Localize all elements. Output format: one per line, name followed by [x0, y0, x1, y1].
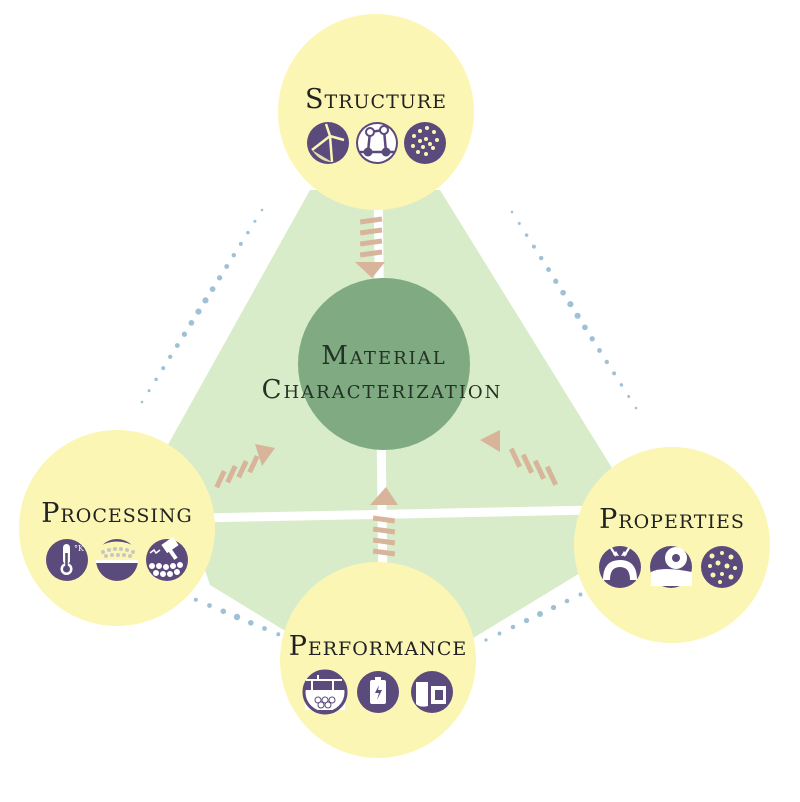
dot: [627, 394, 631, 399]
dot: [546, 267, 551, 273]
dot: [253, 219, 257, 223]
dot: [510, 624, 516, 630]
dot: [193, 597, 198, 602]
dot: [597, 347, 602, 353]
dot: [539, 255, 544, 261]
battery-icon: [357, 671, 399, 713]
svg-text:°K: °K: [74, 544, 85, 553]
node-structure[interactable]: Structure: [278, 14, 474, 210]
dot: [276, 632, 281, 637]
dot: [209, 286, 216, 292]
dot: [524, 233, 529, 237]
dot: [564, 598, 570, 604]
arrow-processing-to-center: [214, 444, 275, 489]
node-structure-label: Structure: [305, 84, 447, 115]
dot: [220, 608, 227, 615]
dot: [207, 603, 212, 608]
dot: [260, 208, 264, 212]
porosity-icon: [701, 546, 743, 588]
node-processing-label: Processing: [41, 498, 192, 529]
dot: [202, 297, 209, 304]
wear-icon: [650, 546, 692, 588]
dot: [195, 308, 202, 315]
grain-boundary-icon: [307, 122, 349, 164]
dot: [537, 611, 543, 617]
dot: [233, 613, 241, 621]
dot: [174, 343, 180, 348]
dot: [248, 620, 254, 626]
node-performance-label: Performance: [289, 631, 468, 662]
arrow-structure-to-center: [355, 216, 385, 278]
dot: [523, 617, 530, 624]
thermometer-icon: °K: [46, 539, 88, 581]
center-title-line2: Characterization: [262, 375, 503, 405]
dot: [574, 312, 581, 319]
dot: [612, 371, 617, 376]
compression-icon: [599, 546, 641, 588]
dot: [262, 626, 267, 631]
dot: [224, 264, 230, 269]
dot: [578, 592, 583, 597]
dot: [238, 241, 243, 246]
dot: [497, 631, 502, 636]
dot: [161, 366, 166, 371]
glassware-icon: [411, 671, 453, 713]
dot: [582, 324, 588, 331]
dot: [619, 383, 624, 387]
crane-load-icon: [302, 669, 348, 715]
dot: [560, 289, 566, 296]
dot: [550, 604, 557, 611]
dot: [216, 275, 223, 281]
dot: [140, 400, 144, 404]
node-properties-circle: [574, 447, 770, 643]
dotted-outer-arcs: [140, 208, 638, 642]
dot: [154, 377, 158, 382]
dot: [246, 230, 250, 235]
dot: [181, 331, 188, 337]
dot: [531, 244, 536, 249]
hammer-forging-icon: [146, 536, 188, 581]
node-performance[interactable]: Performance: [280, 562, 476, 758]
arrow-properties-to-center: [480, 430, 558, 486]
dot: [188, 320, 195, 326]
dot: [589, 336, 595, 342]
molecule-icon: [356, 122, 398, 164]
dot: [517, 221, 521, 226]
center-circle: [298, 278, 470, 450]
dot: [553, 278, 559, 284]
connector-line-horizontal: [199, 505, 596, 523]
dot: [567, 301, 574, 308]
center-title-line1: Material: [321, 341, 446, 371]
node-properties-label: Properties: [599, 504, 745, 535]
dot: [168, 354, 173, 359]
dot: [484, 638, 488, 642]
node-properties[interactable]: Properties: [574, 447, 770, 643]
dot: [634, 406, 638, 410]
layer-deposition-icon: [96, 539, 138, 581]
dot: [604, 359, 609, 365]
lattice-points-icon: [404, 122, 446, 164]
dot: [147, 389, 151, 393]
arrow-performance-to-center: [370, 487, 398, 557]
dot: [231, 253, 236, 258]
dot: [510, 210, 514, 214]
node-processing[interactable]: Processing °K: [19, 430, 215, 626]
